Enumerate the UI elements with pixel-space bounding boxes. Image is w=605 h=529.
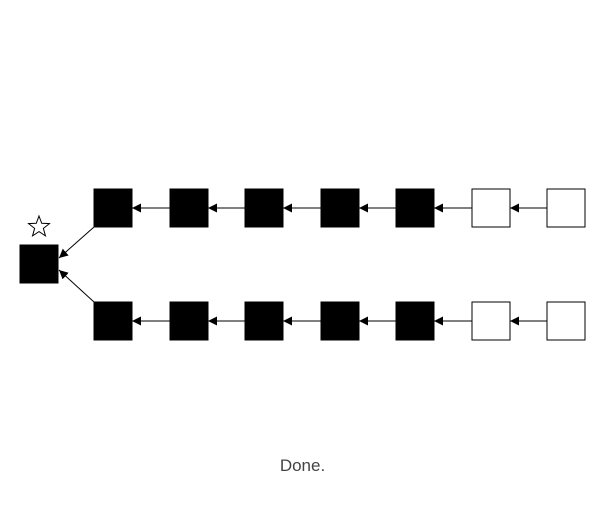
bottom-chain-node [471,301,511,341]
top-chain-node [244,188,284,228]
bottom-chain-node [320,301,360,341]
top-chain-to-root-arrow [58,226,95,259]
root-node [19,244,59,284]
bottom-chain-node [395,301,435,341]
star-outline-icon [27,214,51,238]
bottom-chain-node [93,301,133,341]
status-text: Done. [279,456,326,475]
top-chain-node [93,188,133,228]
top-chain-node [546,188,586,228]
top-chain-node [169,188,209,228]
top-chain-node [395,188,435,228]
top-chain-node [320,188,360,228]
bottom-chain-node [244,301,284,341]
bottom-chain-to-root-arrow [58,269,95,303]
bottom-chain-node [546,301,586,341]
bottom-chain-node [169,301,209,341]
top-chain-node [471,188,511,228]
